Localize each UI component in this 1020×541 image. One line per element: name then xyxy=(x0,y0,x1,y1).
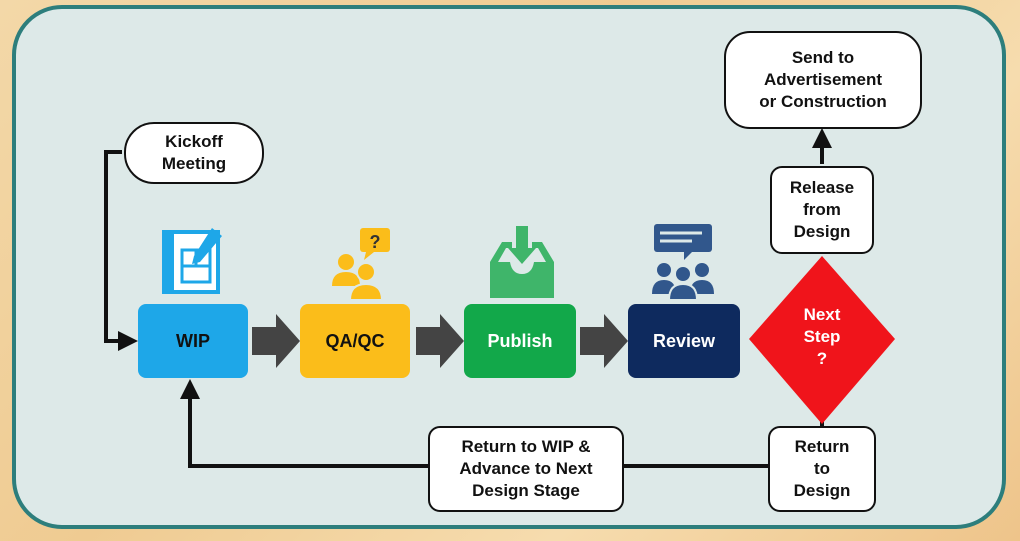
return-to-design-note: Return to Design xyxy=(768,426,876,512)
blueprint-pencil-icon xyxy=(162,228,222,294)
stage-review: Review xyxy=(628,304,740,378)
stage-publish: Publish xyxy=(464,304,576,378)
arrow-publish-review xyxy=(580,314,628,368)
kickoff-connector xyxy=(104,150,138,351)
return-to-wip-note: Return to WIP & Advance to Next Design S… xyxy=(428,426,624,512)
kickoff-meeting-note: Kickoff Meeting xyxy=(124,122,264,184)
team-chat-icon xyxy=(652,224,714,301)
decision-diamond xyxy=(749,256,895,424)
download-tray-icon xyxy=(490,226,554,298)
people-question-icon: ? xyxy=(332,228,390,301)
svg-text:?: ? xyxy=(370,232,381,252)
arrow-qaqc-publish xyxy=(416,314,464,368)
release-from-design-note: Release from Design xyxy=(770,166,874,254)
stage-wip: WIP xyxy=(138,304,248,378)
stage-qaqc: QA/QC xyxy=(300,304,410,378)
arrow-wip-qaqc xyxy=(252,314,300,368)
decision-label: Next Step ? xyxy=(803,305,841,369)
send-to-advertisement-note: Send to Advertisement or Construction xyxy=(724,31,922,129)
